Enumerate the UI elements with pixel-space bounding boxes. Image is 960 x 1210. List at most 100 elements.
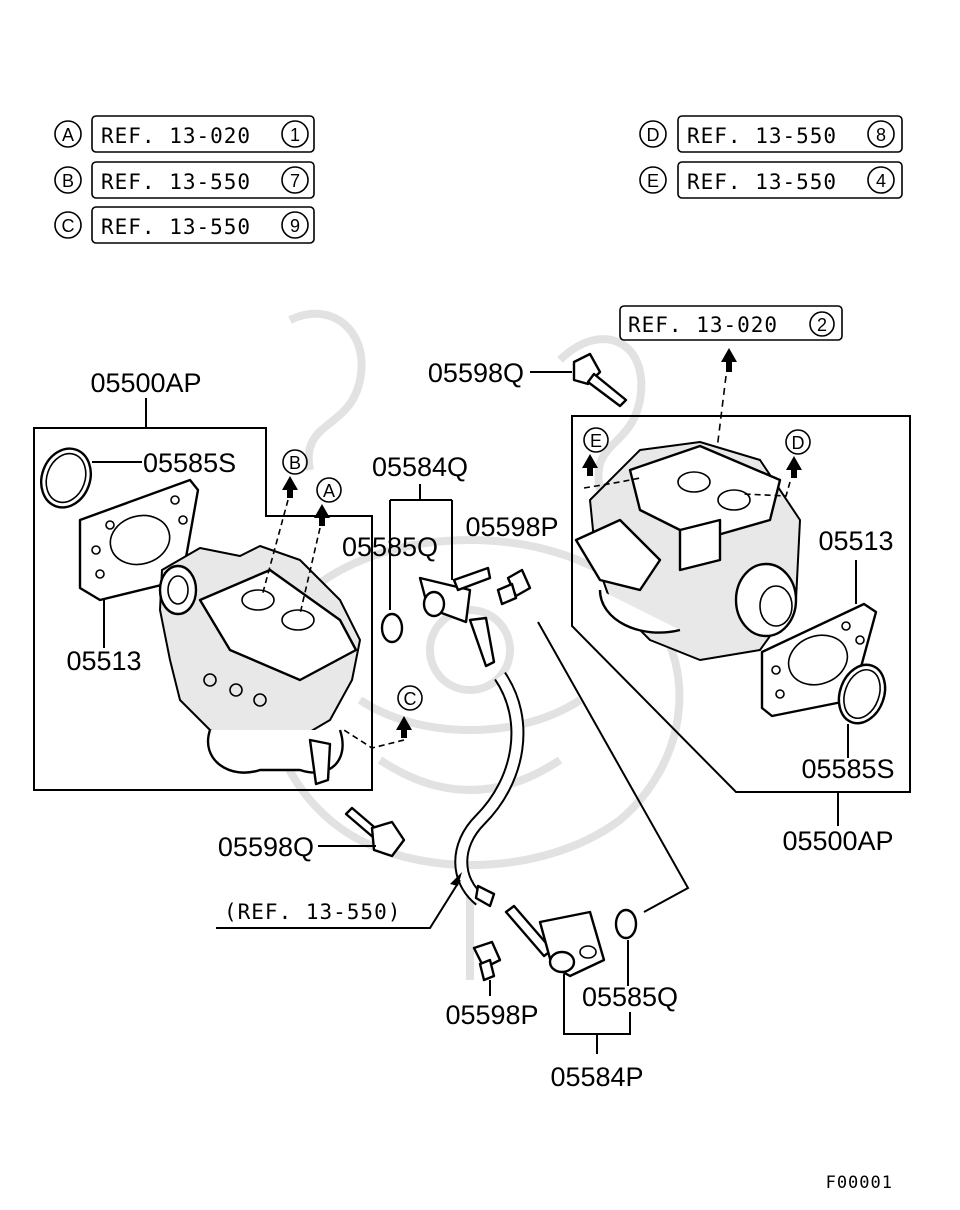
right-assembly-group[interactable]: 05500AP 05513 05585S E D — [571, 415, 911, 856]
legend-e-num: 4 — [876, 171, 886, 191]
gasket-bolt-hole — [775, 689, 785, 699]
hose-ref-text: (REF. 13-550) — [224, 900, 401, 924]
marker-d-circle — [785, 429, 811, 455]
pump-pulley-hub — [167, 575, 189, 605]
port-b-left — [241, 589, 275, 611]
left-assembly-frame — [33, 427, 373, 791]
legend-c-letter: C — [62, 216, 75, 236]
marker-e-text: E — [590, 431, 602, 451]
port-a-left — [281, 609, 315, 631]
hose-inner — [456, 673, 523, 904]
marker-b-text: B — [289, 453, 301, 473]
legend-d-num-circle — [867, 120, 895, 148]
marker-e-circle — [639, 166, 667, 194]
fitting-bottom-hole — [579, 945, 597, 959]
legend-c-num: 9 — [290, 216, 300, 236]
left-assembly-group[interactable]: 05500AP 05585S 05513 B — [33, 368, 423, 791]
legend-b-ref: REF. 13-550 — [101, 170, 251, 194]
o-ring-bottom-label: 05585Q — [582, 982, 678, 1012]
marker-a-circle — [54, 120, 82, 148]
o-ring-bottom[interactable] — [614, 908, 638, 940]
bolt-top-group[interactable]: 05598Q — [428, 352, 628, 408]
gasket-bolt-hole — [178, 515, 188, 525]
marker-c-circle — [397, 685, 423, 711]
legend-e-num-circle — [867, 166, 895, 194]
o-ring-top[interactable] — [380, 612, 404, 644]
fitting-port — [203, 673, 217, 687]
pump-mount-flange-right — [574, 518, 662, 592]
arrow-up-icon — [282, 476, 298, 498]
gasket-bolt-hole — [170, 495, 180, 505]
legend-a-num: 1 — [290, 125, 300, 145]
marker-b-leader — [261, 499, 289, 597]
legend-d-box — [677, 115, 903, 153]
bolt-small-bottom-shank — [478, 958, 496, 982]
o-ring-top-label: 05585Q — [342, 532, 438, 562]
marker-e-circle — [583, 427, 609, 453]
marker-c-circle — [54, 211, 82, 239]
hose-group[interactable]: (REF. 13-550) — [216, 672, 525, 929]
legend-d-ref: REF. 13-550 — [687, 124, 837, 148]
legend-e-letter: E — [647, 171, 659, 191]
pump-top-plate-left — [198, 568, 358, 682]
legend-b-num: 7 — [290, 171, 300, 191]
bolt-top-shank — [586, 372, 628, 408]
left-assembly-label: 05500AP — [90, 368, 201, 398]
bolt-small-top-shank — [496, 582, 518, 606]
ref-top-num: 2 — [817, 315, 827, 335]
watermark-logo — [264, 309, 684, 980]
marker-d-leader — [743, 481, 791, 497]
bolt-left-lower-label: 05598Q — [218, 832, 314, 862]
fitting-port — [253, 693, 267, 707]
port-right-2 — [717, 489, 751, 511]
arrow-icon — [450, 872, 462, 886]
legend-c-num-circle — [281, 211, 309, 239]
fitting-top-label: 05584Q — [372, 452, 468, 482]
bolt-small-top-group[interactable]: 05598P — [465, 512, 559, 606]
legend-c-ref: REF. 13-550 — [101, 215, 251, 239]
o-ring-left[interactable] — [33, 442, 99, 515]
marker-e-leader — [583, 477, 641, 489]
o-ring-bottom-assembly-leader — [537, 621, 690, 913]
fitting-bottom-group[interactable]: 05585Q 05584P — [504, 904, 678, 1092]
legend-a-box — [91, 115, 315, 153]
legend-b[interactable]: B REF. 13-550 7 — [54, 161, 315, 199]
bolt-small-bottom-group[interactable]: 05598P — [445, 940, 539, 1030]
ref-top-num-circle — [809, 311, 835, 337]
marker-c-leader — [343, 729, 405, 749]
legend-a-num-circle — [281, 120, 309, 148]
legend-a-ref: REF. 13-020 — [101, 124, 251, 148]
ref-top-text: REF. 13-020 — [628, 313, 778, 337]
marker-d-text: D — [792, 433, 805, 453]
marker-a-circle — [316, 477, 342, 503]
marker-a-leader — [299, 527, 321, 615]
gasket-left-label: 05513 — [66, 646, 141, 676]
legend-b-box — [91, 161, 315, 199]
legend-d-letter: D — [647, 125, 660, 145]
legend-c-box — [91, 206, 315, 244]
ref-top-callout[interactable]: REF. 13-020 2 — [619, 305, 843, 491]
bolt-top-label: 05598Q — [428, 358, 524, 388]
legend-c[interactable]: C REF. 13-550 9 — [54, 206, 315, 244]
marker-d-circle — [639, 120, 667, 148]
gasket-right-hole — [787, 634, 849, 686]
fitting-top-boss — [422, 590, 446, 618]
legend-e-ref: REF. 13-550 — [687, 170, 837, 194]
o-ring-right-label: 05585S — [801, 754, 894, 784]
legend-e[interactable]: E REF. 13-550 4 — [639, 161, 903, 199]
gasket-right-label: 05513 — [818, 526, 893, 556]
figure-code: F00001 — [826, 1173, 893, 1193]
gasket-left-hole — [109, 514, 171, 566]
bolt-small-bottom-label: 05598P — [445, 1000, 538, 1030]
marker-b-circle — [282, 449, 308, 475]
gasket-bolt-hole — [105, 520, 115, 530]
bolt-left-lower-group[interactable]: 05598Q — [218, 806, 406, 862]
legend-d[interactable]: D REF. 13-550 8 — [639, 115, 903, 153]
fitting-top-bracket — [389, 484, 453, 610]
fitting-port — [229, 683, 243, 697]
legend-a[interactable]: A REF. 13-020 1 — [54, 115, 315, 153]
o-ring-right-inner — [843, 668, 881, 720]
fitting-top-group[interactable]: 05584Q 05585Q — [342, 452, 496, 668]
o-ring-left-label: 05585S — [143, 448, 236, 478]
